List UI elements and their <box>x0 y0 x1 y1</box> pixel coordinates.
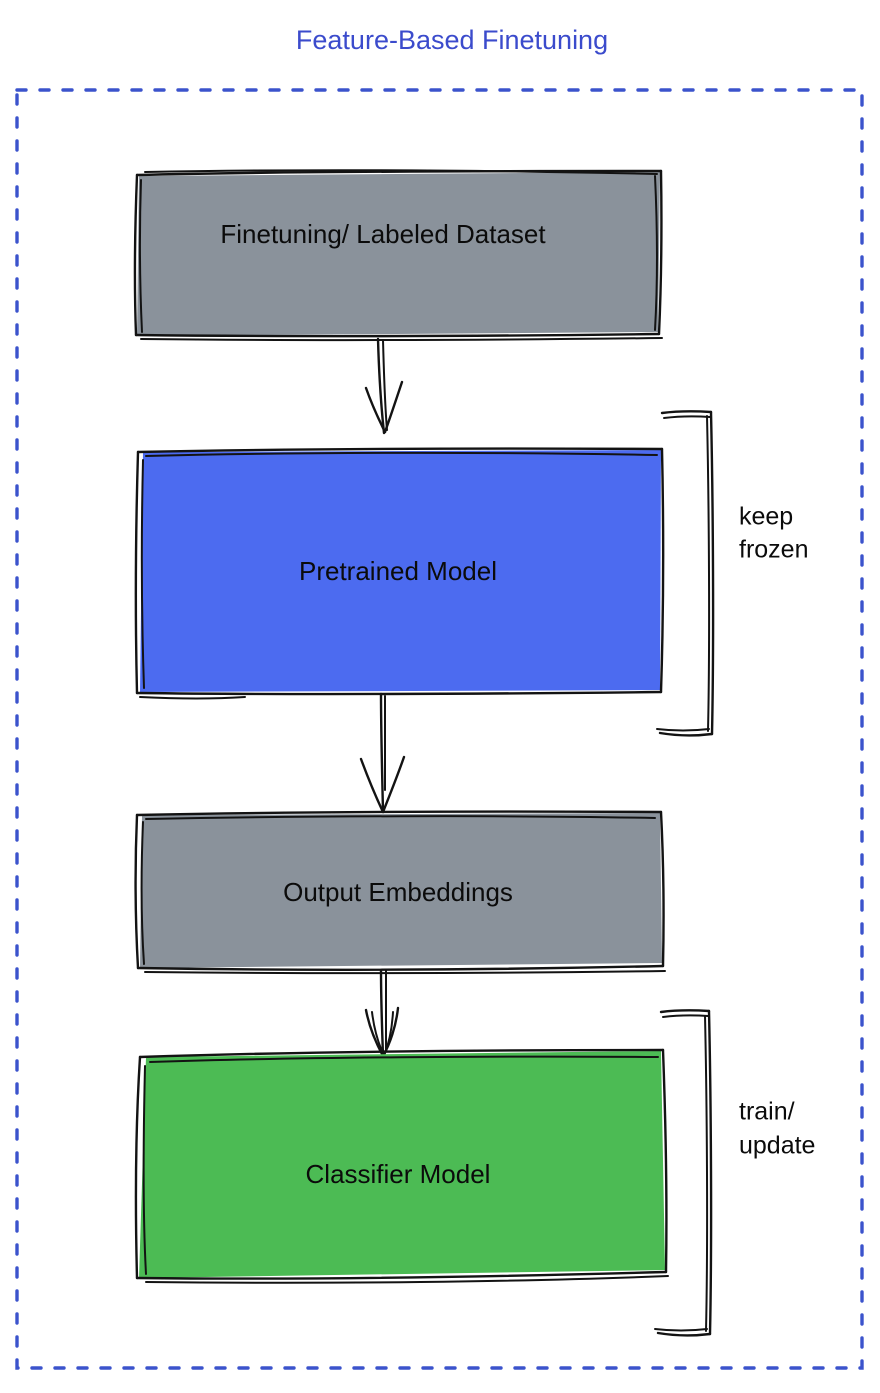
node-pretrained-edge-bottom-2 <box>139 696 246 700</box>
bracket-frozen-top-arm-2 <box>663 415 711 419</box>
bracket-train-bottom-arm-2 <box>654 1328 708 1332</box>
arrow-embeddings-to-classifier <box>364 968 400 1058</box>
node-dataset[interactable]: Finetuning/ Labeled Dataset <box>133 169 663 342</box>
node-dataset-edge-right-2 <box>654 175 658 331</box>
node-dataset-fill <box>137 172 660 336</box>
node-dataset-label: Finetuning/ Labeled Dataset <box>220 219 546 249</box>
node-embeddings-edge-top-2 <box>145 815 656 820</box>
bracket-frozen-bottom-arm-2 <box>656 728 710 732</box>
bracket-train-spine <box>707 1009 713 1336</box>
annotation-train-update-line-1: train/ <box>739 1098 795 1126</box>
annotation-train-update-line-2: update <box>739 1132 815 1160</box>
arrow-2-shaft <box>379 692 385 813</box>
arrow-1-shaft-2 <box>382 339 388 431</box>
node-embeddings-edge-left-2 <box>140 821 145 965</box>
arrow-1-head-left <box>364 386 387 434</box>
annotation-keep-frozen: keep frozen <box>656 410 808 737</box>
bracket-frozen-top-arm <box>660 410 713 415</box>
node-dataset-edge-right <box>657 169 663 336</box>
arrow-2-head-right <box>381 755 406 814</box>
node-embeddings-edge-right <box>659 810 665 968</box>
arrow-1-head-right <box>383 380 404 434</box>
bracket-train-top-arm-2 <box>662 1014 709 1018</box>
arrow-2-head-left <box>359 757 385 814</box>
node-pretrained-edge-top-2 <box>145 451 658 457</box>
arrow-1-shaft <box>376 337 386 435</box>
node-classifier-edge-bottom <box>135 1270 668 1280</box>
node-classifier-edge-right <box>661 1048 668 1274</box>
node-dataset-edge-bottom-2 <box>140 337 663 342</box>
node-pretrained-edge-right <box>659 447 665 694</box>
arrow-dataset-to-pretrained <box>364 337 404 435</box>
node-dataset-edge-top-2 <box>144 169 658 175</box>
node-embeddings-edge-bottom <box>136 964 665 971</box>
node-classifier-edge-top-2 <box>149 1055 659 1063</box>
node-embeddings[interactable]: Output Embeddings <box>134 810 666 975</box>
node-pretrained-fill <box>140 450 661 692</box>
node-classifier-edge-bottom-2 <box>145 1275 669 1284</box>
bracket-train-bottom-arm <box>656 1331 712 1337</box>
arrow-3-head-left-2 <box>371 1011 385 1057</box>
arrow-pretrained-to-embeddings <box>359 692 406 814</box>
node-embeddings-label: Output Embeddings <box>283 877 513 907</box>
node-pretrained-edge-left <box>134 450 140 695</box>
node-dataset-edge-bottom <box>134 332 661 338</box>
node-classifier-edge-top <box>138 1048 665 1059</box>
page-title: Feature-Based Finetuning <box>296 25 608 55</box>
node-classifier-edge-left-2 <box>142 1065 147 1275</box>
node-pretrained-label: Pretrained Model <box>299 556 497 586</box>
node-pretrained-edge-top <box>136 447 664 454</box>
node-embeddings-edge-left <box>134 813 140 970</box>
node-pretrained-edge-bottom <box>135 690 663 696</box>
node-embeddings-fill <box>140 813 662 968</box>
bracket-train-spine-2 <box>704 1015 709 1332</box>
node-pretrained[interactable]: Pretrained Model <box>134 447 665 700</box>
node-embeddings-edge-top <box>135 810 663 817</box>
node-dataset-edge-left <box>133 173 139 337</box>
annotation-keep-frozen-line-1: keep <box>739 503 793 531</box>
dashed-container <box>15 88 864 1370</box>
annotation-train-update: train/ update <box>654 1009 815 1337</box>
node-pretrained-edge-left-2 <box>140 459 145 689</box>
bracket-train-top-arm <box>659 1009 711 1014</box>
bracket-frozen-spine <box>709 410 715 736</box>
node-classifier-edge-left <box>134 1055 142 1280</box>
bracket-frozen-bottom-arm <box>658 731 714 737</box>
node-dataset-edge-top <box>135 169 663 177</box>
node-classifier-fill <box>139 1051 665 1278</box>
node-classifier-label: Classifier Model <box>306 1159 491 1189</box>
arrow-3-head-right-2 <box>383 1011 394 1057</box>
annotation-keep-frozen-line-2: frozen <box>739 536 808 564</box>
arrow-3-shaft <box>379 968 385 1057</box>
node-dataset-edge-left-2 <box>138 179 143 333</box>
bracket-frozen-spine-2 <box>706 415 711 732</box>
node-embeddings-edge-bottom-2 <box>144 970 666 975</box>
node-classifier[interactable]: Classifier Model <box>134 1048 669 1284</box>
